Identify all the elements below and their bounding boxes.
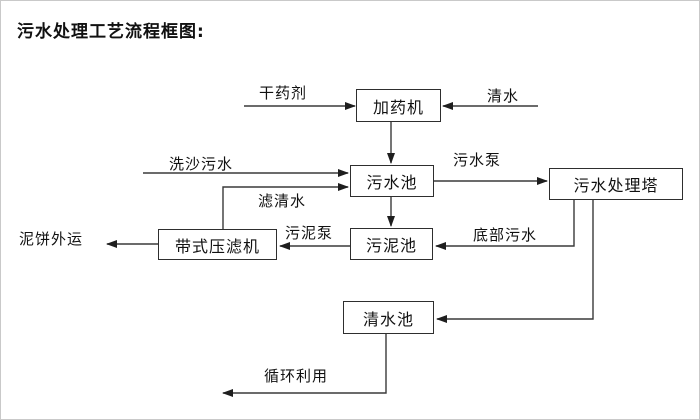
- flow-label-sewage-pump: 污水泵: [453, 151, 502, 169]
- arrow-tower-to-clean-water-pool: [436, 200, 594, 323]
- flow-label-recycling: 循环利用: [264, 367, 329, 385]
- arrow-clean-water-pool-to-recycling: [222, 334, 387, 397]
- node-belt-filter-press: 带式压滤机: [158, 229, 277, 260]
- node-sewage-pool: 污水池: [350, 165, 434, 197]
- node-dosing-machine: 加药机: [356, 89, 441, 122]
- node-treatment-tower: 污水处理塔: [549, 168, 683, 200]
- flow-label-filtered-water: 滤清水: [258, 192, 307, 210]
- page-title: 污水处理工艺流程框图:: [17, 22, 205, 42]
- flow-label-clean-water: 清水: [487, 87, 520, 105]
- flow-label-dry-chemical: 干药剂: [259, 84, 308, 102]
- node-clean-water-pool: 清水池: [343, 301, 434, 334]
- flow-label-sludge-pump: 污泥泵: [285, 224, 334, 242]
- arrow-filtered-water-press-to-sewage-pool: [222, 183, 349, 229]
- arrow-bottom-sewage-tower-to-sludge-pool: [435, 200, 575, 250]
- flow-label-sand-washing-sewage: 洗沙污水: [169, 155, 234, 173]
- flow-label-bottom-sewage: 底部污水: [473, 226, 538, 244]
- node-sludge-pool: 污泥池: [350, 228, 433, 260]
- flow-label-mud-cake-out: 泥饼外运: [19, 230, 84, 248]
